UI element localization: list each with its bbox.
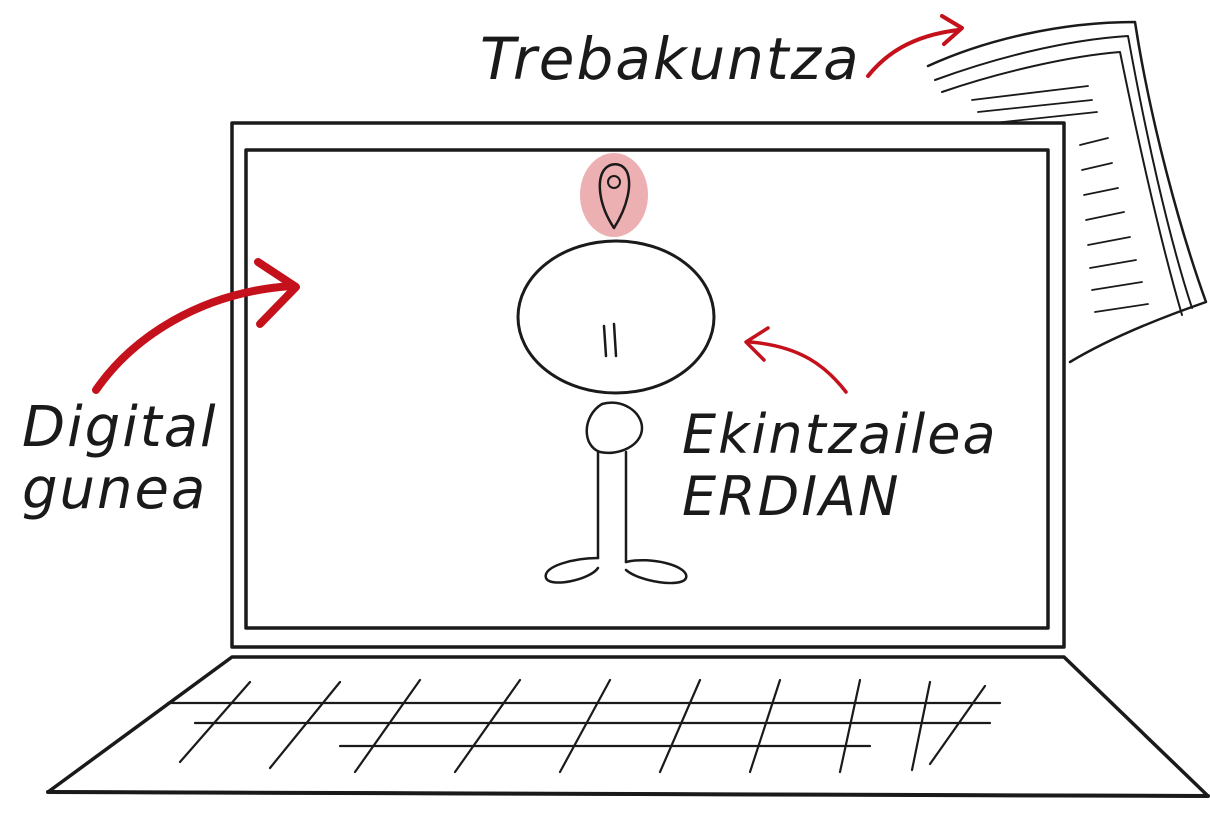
arrow-to-training xyxy=(866,14,964,78)
digital-space-label-line1: Digital xyxy=(22,395,218,460)
location-pin-icon xyxy=(580,153,648,237)
entrepreneur-label-line2: ERDIAN xyxy=(682,465,901,528)
arrow-to-entrepreneur xyxy=(744,326,848,394)
entrepreneur-figure xyxy=(516,239,716,585)
arrow-to-digital-space xyxy=(92,258,300,394)
digital-space-label-line2: gunea xyxy=(22,457,208,522)
laptop-screen xyxy=(230,121,1066,649)
laptop-keyboard xyxy=(46,655,1210,798)
training-label: Trebakuntza xyxy=(480,25,861,93)
entrepreneur-label-line1: Ekintzailea xyxy=(682,403,998,466)
documents-stack-icon xyxy=(926,20,1208,364)
